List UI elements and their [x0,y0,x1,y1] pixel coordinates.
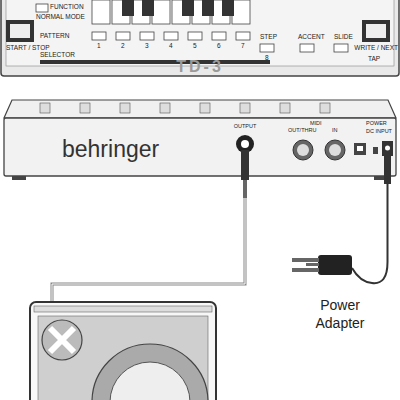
jack-label: POWER [366,121,387,127]
panel-label: PATTERN [40,33,69,40]
panel-label: TAP [368,56,380,63]
panel-label: SLIDE [334,34,353,41]
jack-label: DC INPUT [366,129,392,135]
part-label: Power Adapter [300,296,380,332]
panel-label: ACCENT [298,34,325,41]
rear-panel: behringer [4,118,396,176]
step-number: 5 [193,43,197,50]
step-number: 2 [121,43,125,50]
brand-logo: behringer [62,136,159,163]
step-number: 3 [145,43,149,50]
jack-label: OUT/THRU [288,128,316,134]
panel-label: SELECTOR [40,52,75,59]
model-name: TD-3 [176,58,224,76]
step-number: 1 [97,43,101,50]
panel-label: FUNCTION [50,4,84,11]
jack-label: OUTPUT [234,124,257,130]
jack-label: MIDI [310,121,322,127]
step-number: 8 [265,55,269,62]
jack-label: IN [332,128,338,134]
panel-label: NORMAL MODE [36,14,85,21]
step-number: 4 [169,43,173,50]
panel-label: START / STOP [6,45,50,52]
panel-label: WRITE / NEXT [354,45,398,52]
panel-label: STEP [260,34,277,41]
step-number: 7 [241,43,245,50]
step-number: 6 [217,43,221,50]
